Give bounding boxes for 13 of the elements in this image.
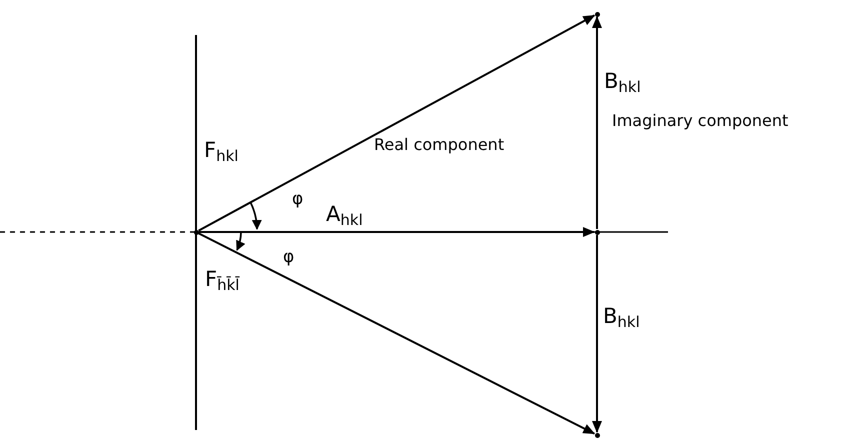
component-label: Real component <box>374 136 504 154</box>
vector-point <box>594 230 600 234</box>
vector-point <box>594 12 600 16</box>
vector-arrow <box>592 235 602 433</box>
component-label: Imaginary component <box>612 112 788 130</box>
vector-point <box>594 432 600 438</box>
vector-arrow <box>198 14 596 232</box>
vector-arrow <box>198 232 596 435</box>
vector-point <box>194 230 198 234</box>
vector-arrow <box>199 227 595 237</box>
vector-arrow <box>592 16 602 229</box>
angle-label: φ <box>283 248 294 267</box>
angle-label: φ <box>292 190 304 209</box>
